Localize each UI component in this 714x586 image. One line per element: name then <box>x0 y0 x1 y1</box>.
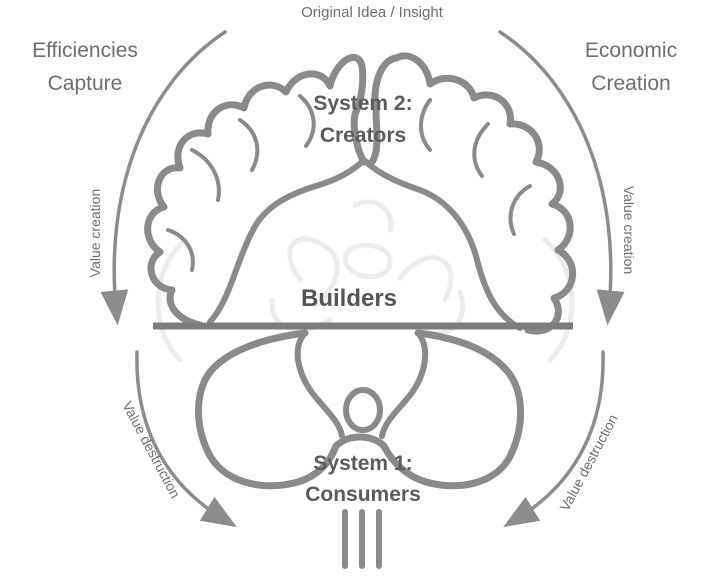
original-idea-label: Original Idea / Insight <box>301 4 444 21</box>
value-destruction-arrow-left <box>135 350 237 528</box>
value-creation-arrow-left <box>100 30 227 326</box>
system2-label: System 2: <box>313 92 412 115</box>
builders-label: Builders <box>301 285 397 312</box>
value-creation-arrow-right <box>498 30 625 326</box>
value-destruction-arrow-right <box>503 350 605 528</box>
efficiencies-label: Efficiencies <box>32 39 138 62</box>
value-creation-label-right: Value creation <box>621 186 637 274</box>
value-creation-label-left: Value creation <box>87 189 103 277</box>
consumers-label: Consumers <box>305 483 421 506</box>
value-destruction-label-right: Value destruction <box>556 412 620 514</box>
creators-label: Creators <box>320 124 406 147</box>
brain-cerebrum-outline <box>144 52 577 335</box>
value-destruction-label-left: Value destruction <box>119 399 183 501</box>
capture-label: Capture <box>48 72 123 95</box>
brain-lower-outline <box>195 329 524 569</box>
arrows <box>100 30 625 528</box>
creation-label: Creation <box>591 72 670 95</box>
economic-label: Economic <box>585 39 677 62</box>
system1-label: System 1: <box>313 452 412 475</box>
